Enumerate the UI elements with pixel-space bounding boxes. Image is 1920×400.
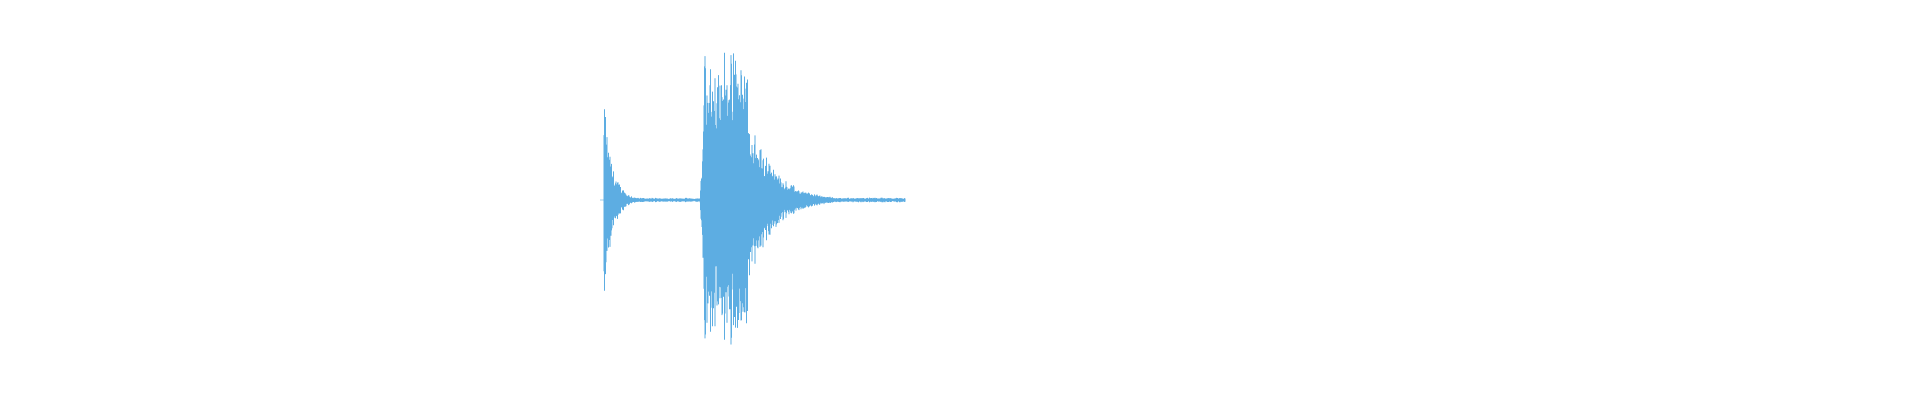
waveform-samples xyxy=(603,52,906,345)
